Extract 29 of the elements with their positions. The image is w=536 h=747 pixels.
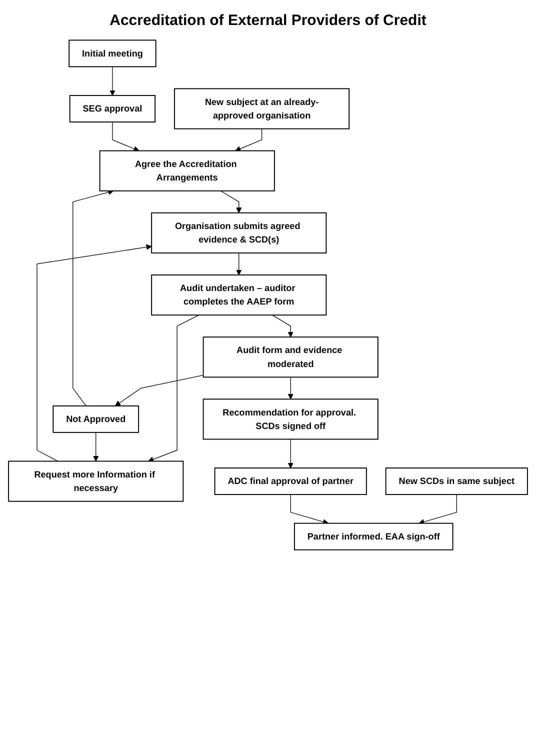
arrow <box>112 122 140 152</box>
node-box: SEG approval <box>69 95 156 122</box>
node-box: ADC final approval of partner <box>214 468 367 495</box>
arrow <box>288 376 294 400</box>
arrow <box>290 494 328 525</box>
node-box: Not Approved <box>52 405 140 433</box>
arrow <box>235 128 262 152</box>
arrow <box>72 189 114 406</box>
arrow <box>288 438 294 468</box>
arrow <box>36 244 152 462</box>
diagram-title: Accreditation of External Providers of Credit <box>110 12 426 29</box>
arrow <box>236 252 242 276</box>
node-box: Audit undertaken – auditor completes the AAEP form <box>151 274 327 316</box>
node-box: Recommendation for approval. SCDs signed off <box>202 398 378 440</box>
node-box: Initial meeting <box>68 40 156 68</box>
arrow <box>418 494 457 525</box>
arrow <box>110 66 116 96</box>
arrow <box>114 374 204 406</box>
node-box: Organisation submits agreed evidence & SCD(s) <box>151 212 327 254</box>
arrow <box>220 190 242 214</box>
node-box: New SCDs in same subject <box>385 468 528 495</box>
arrow <box>272 314 294 338</box>
arrow <box>93 432 99 462</box>
node-box: Agree the Accreditation Arrangements <box>99 150 275 192</box>
arrow <box>148 314 200 462</box>
node-box: New subject at an already-approved organisation <box>174 88 350 130</box>
node-box: Request more Information if necessary <box>8 460 184 502</box>
node-box: Partner informed. EAA sign-off <box>294 522 454 550</box>
node-box: Audit form and evidence moderated <box>202 336 378 378</box>
